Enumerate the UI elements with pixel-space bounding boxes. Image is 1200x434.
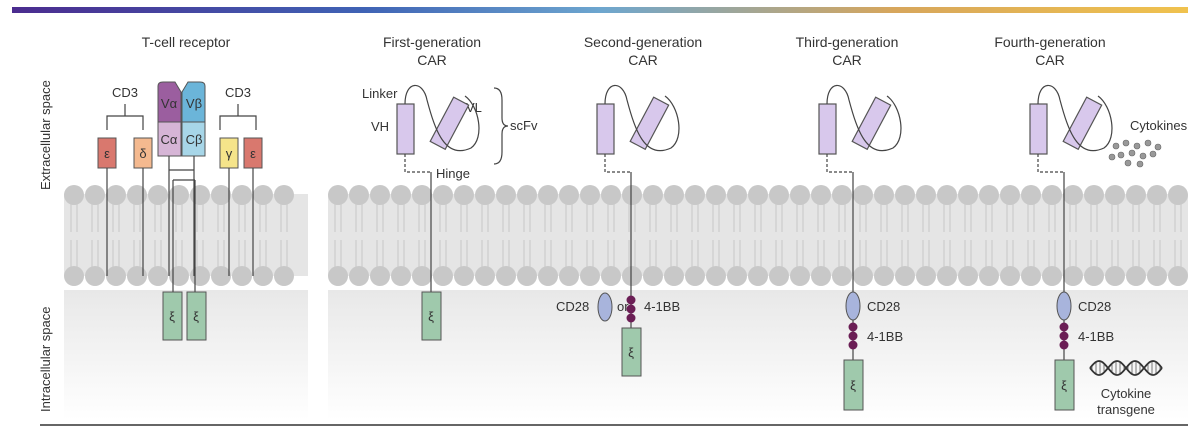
car4-group: Fourth-generation CAR Cytokines CD28 4-1… bbox=[994, 34, 1187, 417]
car4-cd28-ellipse bbox=[1056, 291, 1072, 321]
tcr-title: T-cell receptor bbox=[142, 34, 231, 50]
v-alpha-text: Vα bbox=[161, 96, 178, 111]
v-beta-text: Vβ bbox=[186, 96, 202, 111]
car2-cd28-ellipse bbox=[597, 292, 613, 322]
cd3-epsilon-left-text: ε bbox=[104, 146, 110, 161]
car2-title-line2: CAR bbox=[628, 52, 658, 68]
tcr-zeta-right-box bbox=[186, 291, 207, 341]
car3-cd28-ellipse bbox=[845, 291, 861, 321]
tcr-group: T-cell receptor CD3 CD3 ε δ γ ε Vα Vβ Cα… bbox=[97, 34, 263, 341]
cd3-transmembrane-lines bbox=[106, 168, 254, 276]
car2-zeta-text: ξ bbox=[628, 345, 634, 360]
car1-scfv-label: scFv bbox=[510, 118, 538, 133]
cd3-right-label: CD3 bbox=[225, 85, 251, 100]
tcr-zeta-left-box bbox=[162, 291, 183, 341]
scfv-brace bbox=[493, 87, 509, 165]
car3-title-line1: Third-generation bbox=[796, 34, 899, 50]
car4-41bb-label: 4-1BB bbox=[1078, 329, 1114, 344]
car4-zeta-box bbox=[1054, 359, 1075, 411]
car1-scfv bbox=[396, 84, 480, 173]
car2-or-label: or bbox=[617, 299, 629, 314]
car3-41bb-beads bbox=[848, 322, 858, 350]
c-beta-text: Cβ bbox=[186, 132, 203, 147]
car4-cytokines-label: Cytokines bbox=[1130, 118, 1188, 133]
extracellular-space-label: Extracellular space bbox=[38, 80, 53, 190]
cell-membrane bbox=[64, 185, 1188, 286]
cd3-epsilon-right-text: ε bbox=[250, 146, 256, 161]
car3-scfv bbox=[818, 84, 902, 173]
tcr-zeta-left-text: ξ bbox=[169, 309, 175, 324]
car1-zeta-text: ξ bbox=[428, 309, 434, 324]
car1-zeta-box bbox=[421, 291, 442, 341]
top-color-bar bbox=[12, 7, 1188, 13]
cd3-delta-text: δ bbox=[139, 146, 146, 161]
car3-group: Third-generation CAR CD28 4-1BB ξ bbox=[796, 34, 903, 411]
cd3-left-bracket bbox=[106, 104, 144, 130]
car3-title-line2: CAR bbox=[832, 52, 862, 68]
tcr-transmembrane-lines bbox=[168, 156, 195, 276]
car4-scfv bbox=[1029, 84, 1113, 173]
car3-zeta-text: ξ bbox=[850, 378, 856, 393]
tcr-zeta-right-text: ξ bbox=[193, 309, 199, 324]
cd3-gamma-text: γ bbox=[226, 146, 233, 161]
car4-transgene-line2: transgene bbox=[1097, 402, 1155, 417]
car2-scfv bbox=[596, 84, 680, 173]
cytokine-dots bbox=[1108, 139, 1162, 168]
c-alpha-text: Cα bbox=[161, 132, 178, 147]
car1-linker-label: Linker bbox=[362, 86, 398, 101]
car4-title-line1: Fourth-generation bbox=[994, 34, 1105, 50]
car4-41bb-beads bbox=[1059, 322, 1069, 350]
car1-title-line1: First-generation bbox=[383, 34, 481, 50]
car4-cd28-label: CD28 bbox=[1078, 299, 1111, 314]
car2-title-line1: Second-generation bbox=[584, 34, 702, 50]
car2-41bb-beads bbox=[626, 295, 636, 323]
car3-41bb-label: 4-1BB bbox=[867, 329, 903, 344]
car1-title-line2: CAR bbox=[417, 52, 447, 68]
car4-title-line2: CAR bbox=[1035, 52, 1065, 68]
car2-cd28-label: CD28 bbox=[556, 299, 589, 314]
v-beta-domain bbox=[181, 81, 206, 123]
car2-group: Second-generation CAR CD28 or 4-1BB ξ bbox=[556, 34, 702, 377]
car2-41bb-label: 4-1BB bbox=[644, 299, 680, 314]
zeta-connectors bbox=[172, 179, 196, 296]
cd3-right-bracket bbox=[219, 104, 257, 130]
car3-zeta-box bbox=[843, 359, 864, 411]
intracellular-region-right bbox=[328, 290, 1188, 420]
car2-zeta-box bbox=[621, 327, 642, 377]
car4-zeta-text: ξ bbox=[1061, 378, 1067, 393]
car1-group: First-generation CAR Linker VH VL scFv H… bbox=[362, 34, 538, 341]
dna-helix-icon bbox=[1089, 360, 1163, 376]
cd3-left-label: CD3 bbox=[112, 85, 138, 100]
intracellular-space-label: Intracellular space bbox=[38, 307, 53, 413]
car1-hinge-label: Hinge bbox=[436, 166, 470, 181]
car1-vh-label: VH bbox=[371, 119, 389, 134]
v-alpha-domain bbox=[157, 81, 182, 123]
intracellular-region-left bbox=[64, 290, 308, 420]
car4-transgene-line1: Cytokine bbox=[1101, 386, 1152, 401]
car3-cd28-label: CD28 bbox=[867, 299, 900, 314]
